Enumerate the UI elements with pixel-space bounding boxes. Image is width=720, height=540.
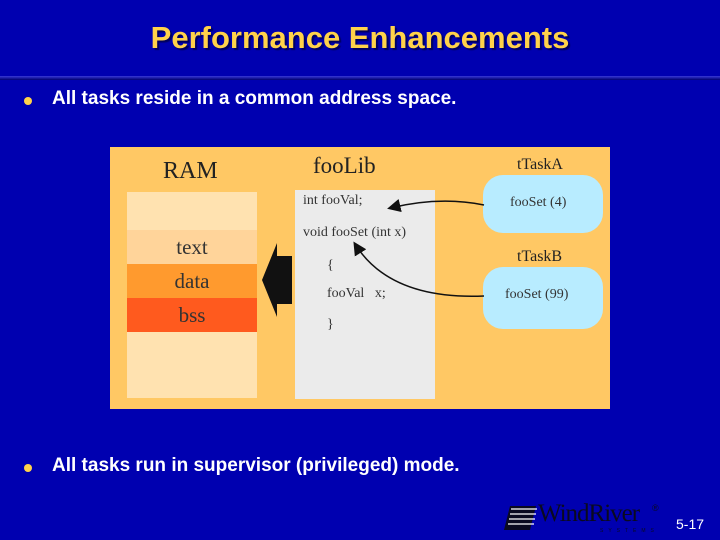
bullet-dot-1 bbox=[24, 97, 32, 105]
page-number: 5-17 bbox=[676, 516, 705, 532]
logo-registered-mark: ® bbox=[652, 503, 659, 513]
task-b-label: tTaskB bbox=[517, 248, 563, 265]
bullet-dot-2 bbox=[24, 464, 32, 472]
bullet-1: All tasks reside in a common address spa… bbox=[52, 88, 457, 109]
code-line-4: fooVal x; bbox=[327, 286, 386, 301]
task-a-box bbox=[483, 175, 603, 233]
logo-text: WindRiver bbox=[538, 500, 640, 527]
ram-segment-data: data bbox=[127, 264, 257, 298]
task-b-box bbox=[483, 267, 603, 329]
arrow-task-a-to-fooset bbox=[387, 198, 485, 213]
task-b-call: fooSet (99) bbox=[505, 287, 569, 302]
big-left-arrow bbox=[262, 243, 292, 317]
ram-segment-bss: bss bbox=[127, 298, 257, 332]
bullet-2: All tasks run in supervisor (privileged)… bbox=[52, 455, 460, 476]
windriver-logo-icon bbox=[504, 506, 537, 530]
code-line-1: int fooVal; bbox=[303, 193, 363, 208]
foolib-code-box bbox=[295, 190, 435, 399]
slide-title: Performance Enhancements bbox=[150, 20, 570, 55]
logo-subtitle: SYSTEMS bbox=[600, 528, 659, 534]
foolib-label: fooLib bbox=[313, 153, 376, 178]
code-line-3: { bbox=[327, 258, 334, 273]
ram-label: RAM bbox=[163, 158, 218, 184]
code-line-5: } bbox=[327, 317, 334, 332]
arrow-task-b-to-fooset bbox=[353, 241, 485, 298]
ram-segment-text: text bbox=[127, 230, 257, 264]
code-line-2: void fooSet (int x) bbox=[303, 225, 407, 240]
task-a-label: tTaskA bbox=[517, 156, 563, 173]
title-divider bbox=[0, 76, 720, 80]
task-a-call: fooSet (4) bbox=[510, 195, 567, 210]
